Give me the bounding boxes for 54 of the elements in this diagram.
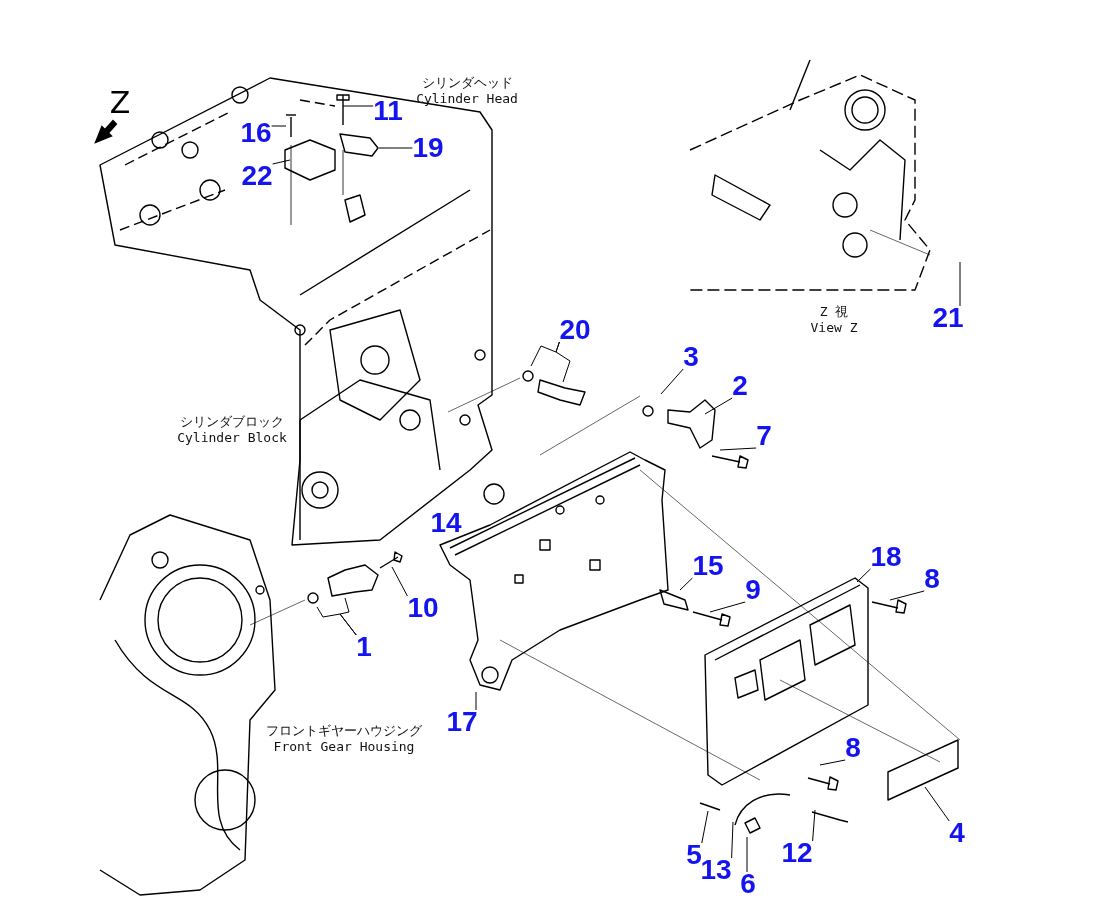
leader-line [271, 125, 287, 127]
callout-number: 18 [870, 542, 902, 572]
leader-line [719, 447, 757, 451]
leader-line [475, 691, 477, 711]
callout-number: 20 [559, 315, 591, 345]
callout-number: 10 [407, 593, 439, 623]
leader-line [704, 397, 733, 415]
part-label: Front Gear Housing [273, 738, 415, 754]
callout-number: 19 [412, 133, 444, 163]
leader-line [272, 159, 291, 165]
leader-line [812, 809, 816, 842]
callout-number: 5 [686, 840, 702, 870]
callout-number: 16 [240, 118, 272, 148]
callout-number: 7 [756, 421, 772, 451]
callout-number: 17 [446, 707, 478, 737]
part-label: Cylinder Block [177, 429, 287, 445]
part-label: Z 視 [819, 303, 849, 319]
leader-line [701, 810, 709, 844]
callout-number: 14 [430, 508, 462, 538]
callout-number: 6 [740, 869, 756, 899]
callout-number: 3 [683, 342, 699, 372]
leader-line [746, 836, 748, 873]
callout-number: 15 [692, 551, 724, 581]
callout-number: 21 [932, 303, 964, 333]
leader-line [889, 590, 925, 601]
callout-number: 12 [781, 838, 813, 868]
leader-line [339, 597, 357, 636]
leader-line [731, 821, 734, 859]
view-letter: Z [109, 87, 131, 119]
callout-number: 8 [845, 733, 861, 763]
callout-number: 4 [949, 818, 965, 848]
callout-number: 11 [373, 96, 403, 126]
leader-line [679, 577, 693, 591]
leader-line [819, 759, 846, 766]
callout-number: 9 [745, 575, 761, 605]
callout-number: 2 [732, 371, 748, 401]
callout-number: 13 [700, 855, 732, 885]
part-label: シリンダブロック [180, 413, 284, 429]
callout-number: 22 [241, 161, 273, 191]
part-label: Cylinder Head [416, 90, 518, 106]
leader-line [391, 566, 408, 597]
leader-line [959, 261, 961, 307]
leader-line [342, 105, 374, 107]
part-label: シリンダヘッド [421, 74, 513, 90]
leader-line [555, 341, 571, 383]
callout-number: 8 [924, 564, 940, 594]
leader-line [924, 786, 950, 822]
part-label: フロントギヤーハウジング [266, 722, 422, 738]
leader-line [660, 368, 684, 395]
leader-line [856, 568, 871, 583]
part-label: View Z [810, 319, 858, 335]
leader-line [378, 147, 413, 149]
callout-number: 1 [356, 632, 372, 662]
leader-line [709, 601, 746, 613]
